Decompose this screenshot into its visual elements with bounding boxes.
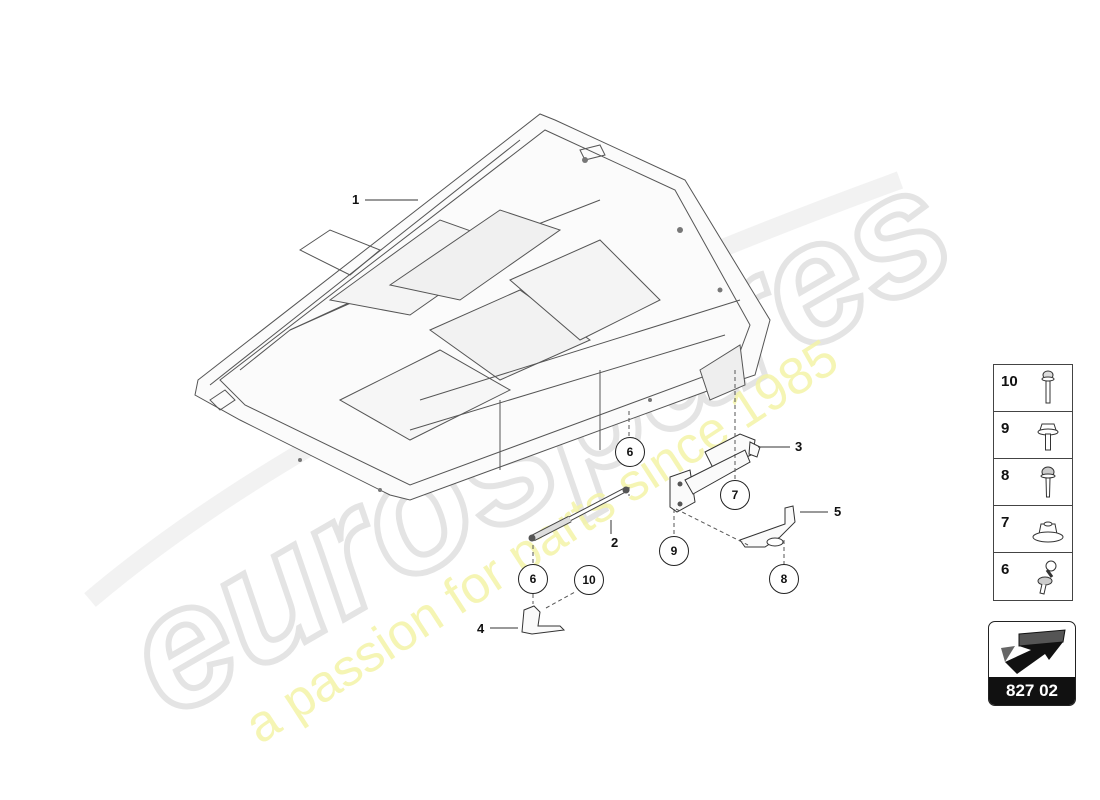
circled-callout-7[interactable]: 7 — [720, 480, 750, 510]
hinge-drawing — [669, 433, 761, 513]
callout-5[interactable]: 5 — [834, 504, 842, 519]
circled-callout-6-lower[interactable]: 6 — [518, 564, 548, 594]
callout-4[interactable]: 4 — [477, 621, 485, 636]
section-badge: 827 02 — [988, 621, 1076, 706]
section-code: 827 02 — [989, 677, 1075, 705]
callout-1[interactable]: 1 — [352, 192, 360, 207]
bolt-with-washer-icon — [1041, 370, 1055, 404]
callout-2[interactable]: 2 — [611, 535, 619, 550]
circled-callout-9[interactable]: 9 — [659, 536, 689, 566]
legend-row-10[interactable]: 10 — [994, 365, 1072, 412]
clip-bracket-drawing — [521, 605, 566, 635]
legend-number: 9 — [1001, 420, 1010, 437]
legend-number: 6 — [1001, 561, 1010, 578]
circled-callout-10[interactable]: 10 — [574, 565, 604, 595]
circled-callout-6-upper[interactable]: 6 — [615, 437, 645, 467]
screw-with-washer-icon — [1040, 466, 1056, 498]
fastener-legend: 10 9 8 7 — [993, 364, 1073, 601]
bracket-drawing — [739, 505, 796, 548]
legend-row-9[interactable]: 9 — [994, 412, 1072, 459]
hex-flange-bolt-icon — [1037, 423, 1059, 451]
legend-number: 8 — [1001, 467, 1010, 484]
engine-cover-arrow-icon — [1001, 629, 1066, 674]
ball-stud-icon — [1037, 560, 1057, 595]
circled-callout-8[interactable]: 8 — [769, 564, 799, 594]
gas-strut-drawing — [528, 486, 630, 542]
legend-row-7[interactable]: 7 — [994, 506, 1072, 553]
callout-3[interactable]: 3 — [795, 439, 803, 454]
flange-nut-icon — [1032, 521, 1064, 543]
legend-row-8[interactable]: 8 — [994, 459, 1072, 506]
legend-number: 7 — [1001, 514, 1010, 531]
legend-row-6[interactable]: 6 — [994, 553, 1072, 600]
engine-cover-drawing — [194, 113, 771, 501]
legend-number: 10 — [1001, 373, 1018, 390]
